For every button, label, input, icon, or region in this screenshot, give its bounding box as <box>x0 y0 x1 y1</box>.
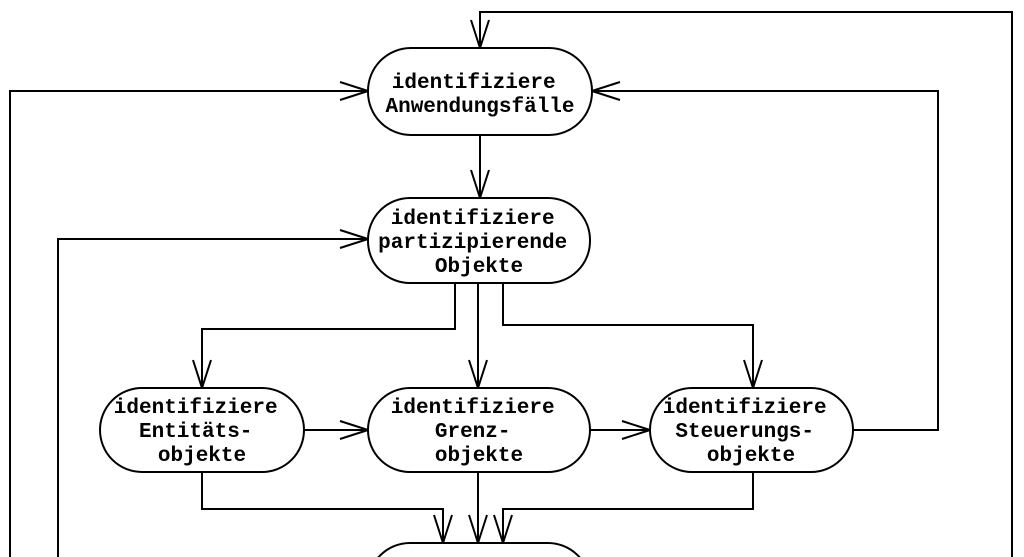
node-label-line: identifiziere <box>663 397 827 420</box>
node-identifiziere-grenzobjekte: identifiziere Grenz- objekte <box>367 387 591 473</box>
node-label-line: objekte <box>707 445 795 468</box>
node-label-line: Entitäts- <box>139 421 252 444</box>
edge-loop-left-outer-to-anwendungsfaelle-left <box>9 90 366 557</box>
node-label-line: objekte <box>435 445 523 468</box>
edge-partizipierende-to-entitaetsobjekte <box>201 283 456 386</box>
edge-steuerungsobjekte-to-anwendungsfaelle-right <box>594 90 939 431</box>
node-label-partizipierende: identifiziere partizipierende Objekte <box>378 208 580 279</box>
node-label-anwendungsfaelle: identifiziere Anwendungsfälle <box>385 72 574 119</box>
node-shape-steuerungsobjekte <box>649 387 854 473</box>
node-label-grenzobjekte: identifiziere Grenz- objekte <box>391 397 567 468</box>
node-identifiziere-anwendungsfaelle: identifiziere Anwendungsfälle <box>367 47 593 136</box>
arrowhead-right-grenzobjekte-left <box>339 420 369 440</box>
arrowhead-right-steuerungsobjekte-left <box>621 420 651 440</box>
node-label-line: identifiziere <box>392 72 556 95</box>
edge-partizipierende-to-steuerungsobjekte <box>502 283 754 386</box>
arrowhead-right-partizipierende-left <box>339 229 369 249</box>
node-label-line: partizipierende <box>378 232 567 255</box>
node-label-entitaetsobjekte: identifiziere Entitäts- objekte <box>114 397 290 468</box>
arrowhead-down-partizipierende-top <box>470 169 490 199</box>
node-label-line: objekte <box>158 445 246 468</box>
node-partial-bottom <box>377 542 581 557</box>
node-shape-partial-bottom <box>377 542 581 557</box>
arrowhead-down-bottom-node-middle <box>468 514 488 544</box>
node-identifiziere-partizipierende-objekte: identifiziere partizipierende Objekte <box>367 197 591 284</box>
node-label-line: Steuerungs- <box>675 421 814 444</box>
arrowhead-down-grenzobjekte-top <box>468 359 488 389</box>
node-shape-entitaetsobjekte <box>99 387 305 473</box>
node-shape-anwendungsfaelle <box>367 47 593 136</box>
arrowhead-down-bottom-node-left <box>433 514 453 544</box>
node-label-line: Anwendungsfälle <box>385 96 574 119</box>
arrowhead-down-bottom-node-right <box>493 514 513 544</box>
arrowhead-right-anwendungsfaelle-left <box>339 81 369 101</box>
edge-loop-right-to-anwendungsfaelle-top <box>479 11 1013 557</box>
node-label-line: identifiziere <box>114 397 278 420</box>
arrowhead-down-entitaetsobjekte-top <box>192 359 212 389</box>
node-shape-partizipierende <box>367 197 591 284</box>
node-label-line: identifiziere <box>391 208 555 231</box>
edge-steuerungsobjekte-to-bottom-node <box>502 472 754 541</box>
node-label-line: Objekte <box>435 256 523 279</box>
node-shape-grenzobjekte <box>367 387 591 473</box>
node-identifiziere-entitaetsobjekte: identifiziere Entitäts- objekte <box>99 387 305 473</box>
node-identifiziere-steuerungsobjekte: identifiziere Steuerungs- objekte <box>649 387 854 473</box>
arrowhead-down-anwendungsfaelle-top <box>470 19 490 49</box>
edge-entitaetsobjekte-to-bottom-node <box>201 472 444 541</box>
node-label-steuerungsobjekte: identifiziere Steuerungs- objekte <box>663 397 839 468</box>
node-label-line: Grenz- <box>435 421 511 444</box>
edge-loop-left-inner-to-partizipierende-left <box>57 238 366 557</box>
node-label-line: identifiziere <box>391 397 555 420</box>
arrowhead-down-steuerungsobjekte-top <box>743 359 763 389</box>
arrowhead-left-anwendungsfaelle-right <box>591 81 621 101</box>
